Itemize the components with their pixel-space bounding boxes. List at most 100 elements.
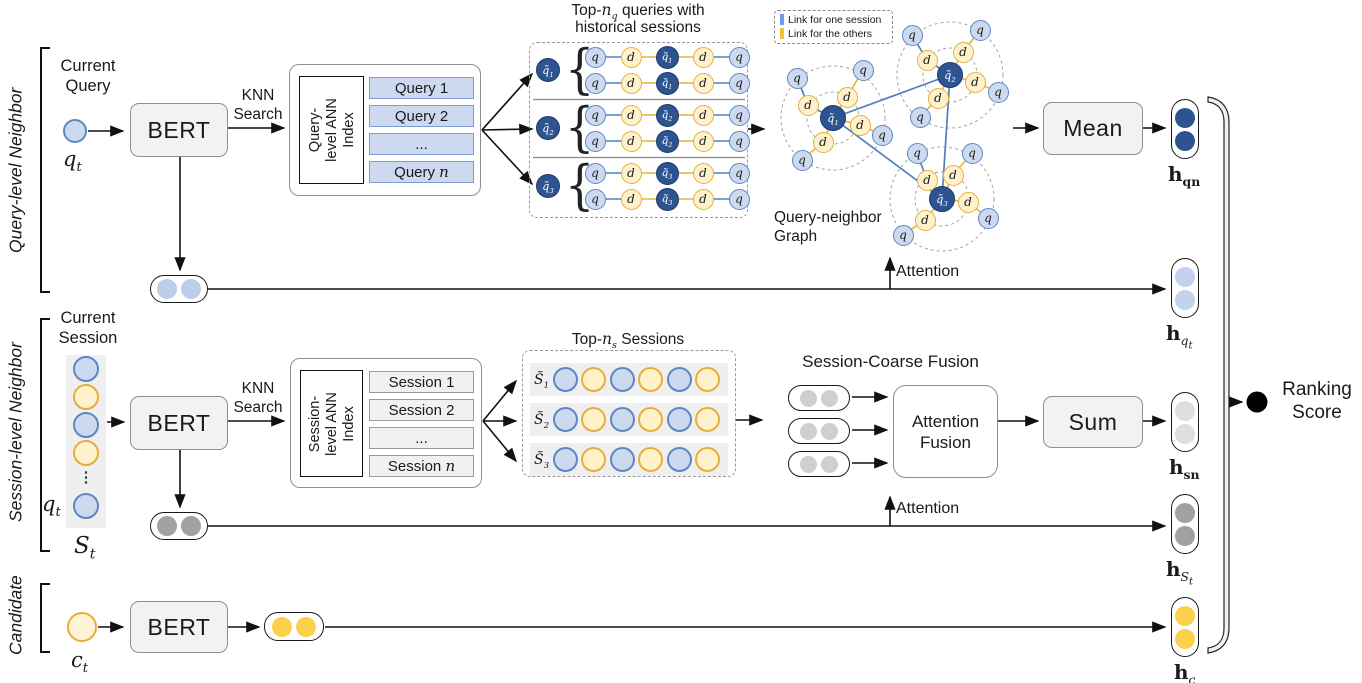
graph-center-q1: q̃1: [820, 105, 846, 131]
chain-node: q: [728, 188, 750, 210]
chain-node: q̃3: [655, 187, 679, 211]
ann-row-session-1: Session 1: [369, 371, 474, 393]
chain-node: q: [584, 46, 606, 68]
ct-dot: [272, 616, 292, 637]
hqn-vector: [1171, 99, 1199, 159]
sum-box: Sum: [1043, 396, 1143, 448]
session-row-s1: S̃1: [530, 363, 728, 396]
blue-link-swatch: [780, 14, 784, 25]
hc-label: hc: [1174, 660, 1196, 683]
chain-node: q: [728, 130, 750, 152]
group-symbol-3: q̃3: [536, 174, 560, 198]
graph-q-node: q: [852, 59, 874, 81]
graph-d-node: d: [914, 209, 936, 231]
fusion-dot: [821, 389, 838, 407]
chain-node: q: [584, 162, 606, 184]
chain-node: d: [692, 130, 714, 152]
graph-q-node: q: [987, 81, 1009, 103]
session-vdots: ⋮: [78, 469, 94, 486]
session-circle: [666, 447, 692, 472]
candidate-node: [67, 612, 97, 642]
session-circle: [638, 407, 664, 432]
hc-dot: [1175, 605, 1195, 626]
session-circle: [581, 407, 607, 432]
session-row-s3: S̃3: [530, 443, 728, 476]
topnq-separators: [533, 98, 745, 159]
graph-d-node: d: [812, 131, 834, 153]
graph-d-node: d: [942, 164, 964, 186]
chain-node: q̃3: [655, 161, 679, 185]
session-circle: [609, 447, 635, 472]
ann-row-session-ellipsis: ...: [369, 427, 474, 449]
hst-vector: [1171, 494, 1199, 554]
s1-symbol: S̃1: [534, 371, 550, 391]
graph-d-node: d: [849, 114, 871, 136]
hc-vector: [1171, 597, 1199, 657]
legend-others: Link for the others: [780, 27, 887, 41]
session-item-doc: [73, 440, 99, 466]
ct-dot: [296, 616, 316, 637]
query-row-arrows: [88, 72, 1167, 295]
group-symbol-1: q̃1: [536, 58, 560, 82]
session-circle: [552, 367, 578, 392]
session-ann-index-inner: [300, 370, 363, 477]
side-label-candidate: Candidate: [5, 575, 26, 655]
st-dot: [157, 516, 177, 536]
bracket-candidate: [40, 583, 50, 653]
session-circle: [552, 447, 578, 472]
graph-center-q3: q̃3: [929, 186, 955, 212]
chain-node: q̃2: [655, 103, 679, 127]
bert-box-query: BERT: [130, 103, 228, 157]
chain-node: q̃1: [655, 45, 679, 69]
session-circle: [609, 407, 635, 432]
ct-symbol: ct: [71, 648, 88, 677]
chain-node: d: [692, 46, 714, 68]
topnq-box: [529, 42, 748, 218]
chain-node: q: [728, 72, 750, 94]
chain-node: q: [584, 104, 606, 126]
session-circle: [638, 447, 664, 472]
chain-node: d: [620, 104, 642, 126]
ann-row-session-2: Session 2: [369, 399, 474, 421]
graph-d-node: d: [964, 71, 986, 93]
chain-node: d: [692, 162, 714, 184]
fusion-input-capsule: [788, 385, 850, 411]
query-ann-index-inner: [299, 76, 364, 184]
hqn-dot: [1175, 130, 1195, 151]
hqt-vector: [1171, 258, 1199, 318]
side-label-query-level: Query-level Neighbor: [5, 87, 26, 253]
hst-dot: [1175, 525, 1195, 546]
mean-box: Mean: [1043, 102, 1143, 155]
graph-q-node: q: [786, 67, 808, 89]
chain-node: q: [728, 162, 750, 184]
chain-node: d: [620, 46, 642, 68]
fusion-input-capsule: [788, 451, 850, 477]
graph-q-node: q: [909, 106, 931, 128]
chain-node: q: [584, 188, 606, 210]
session-row-arrows: [107, 379, 1167, 532]
ct-embedding-capsule: [264, 612, 324, 641]
fusion-dot: [800, 455, 817, 473]
graph-q-node: q: [892, 224, 914, 246]
chain-node: d: [692, 188, 714, 210]
graph-d-node: d: [916, 169, 938, 191]
chain-node: d: [620, 72, 642, 94]
s2-symbol: S̃2: [534, 411, 550, 431]
attention-label-session: Attention: [896, 500, 960, 517]
graph-q-node: q: [906, 142, 928, 164]
fusion-dot: [800, 422, 817, 440]
chain-node: d: [692, 72, 714, 94]
topns-title: Top-ns Sessions: [571, 330, 685, 352]
session-row-s2: S̃2: [530, 403, 728, 436]
session-coarse-fusion-title: Session-Coarse Fusion: [802, 352, 979, 371]
ann-row-session-n: Session n: [369, 455, 474, 477]
chain-node: d: [620, 130, 642, 152]
